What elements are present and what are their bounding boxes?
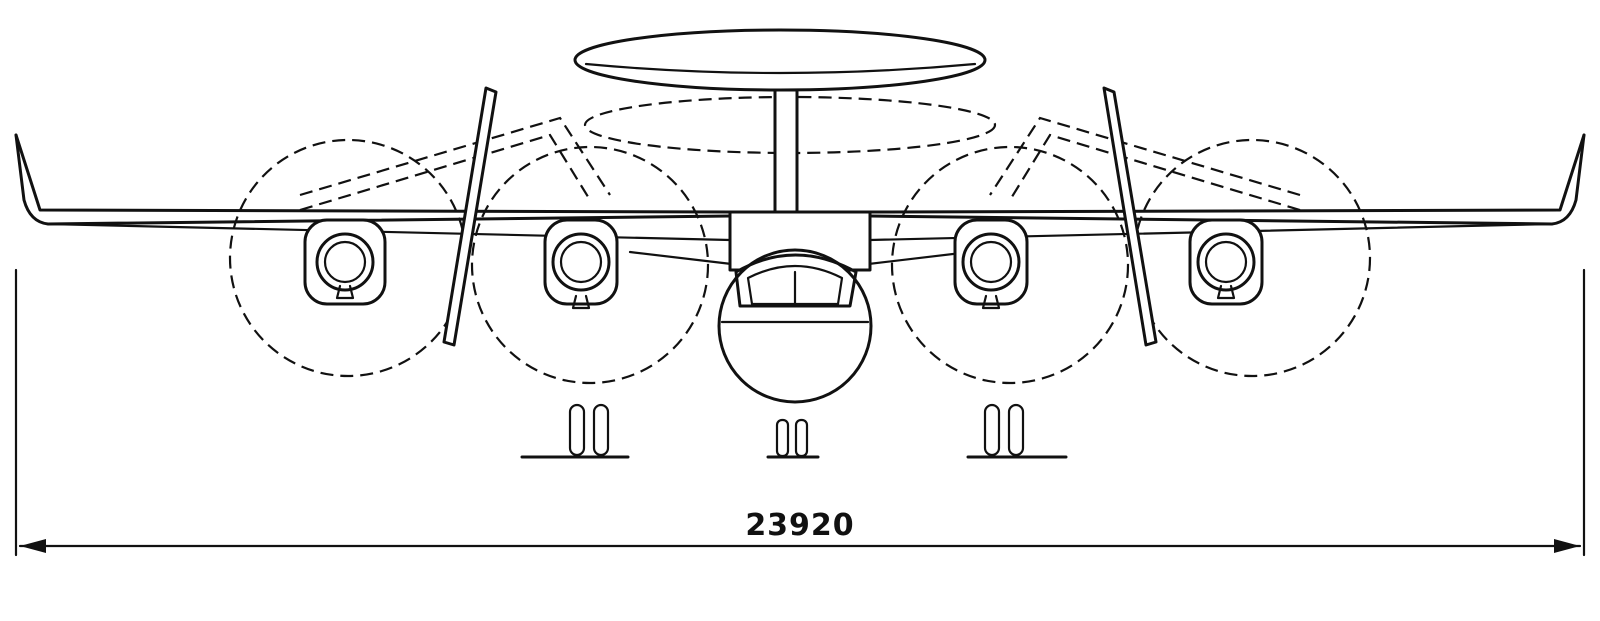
engine-nacelle-left-inner <box>543 218 619 310</box>
engine-nacelle-right-inner <box>953 218 1029 310</box>
fuselage <box>717 210 873 404</box>
engine-struts <box>628 250 972 267</box>
landing-gear-left <box>520 403 630 459</box>
overall-width-dimension: 23920 <box>14 268 1586 557</box>
landing-gear-right <box>966 403 1068 459</box>
vertical-stabilizers <box>442 86 1158 347</box>
engine-nacelle-left-outer <box>303 218 387 306</box>
dimension-label: 23920 <box>745 508 854 543</box>
radar-rotodome <box>573 28 997 214</box>
engine-nacelle-right-outer <box>1188 218 1264 306</box>
folded-wing-outline <box>299 116 1301 212</box>
landing-gear-nose <box>766 418 820 459</box>
